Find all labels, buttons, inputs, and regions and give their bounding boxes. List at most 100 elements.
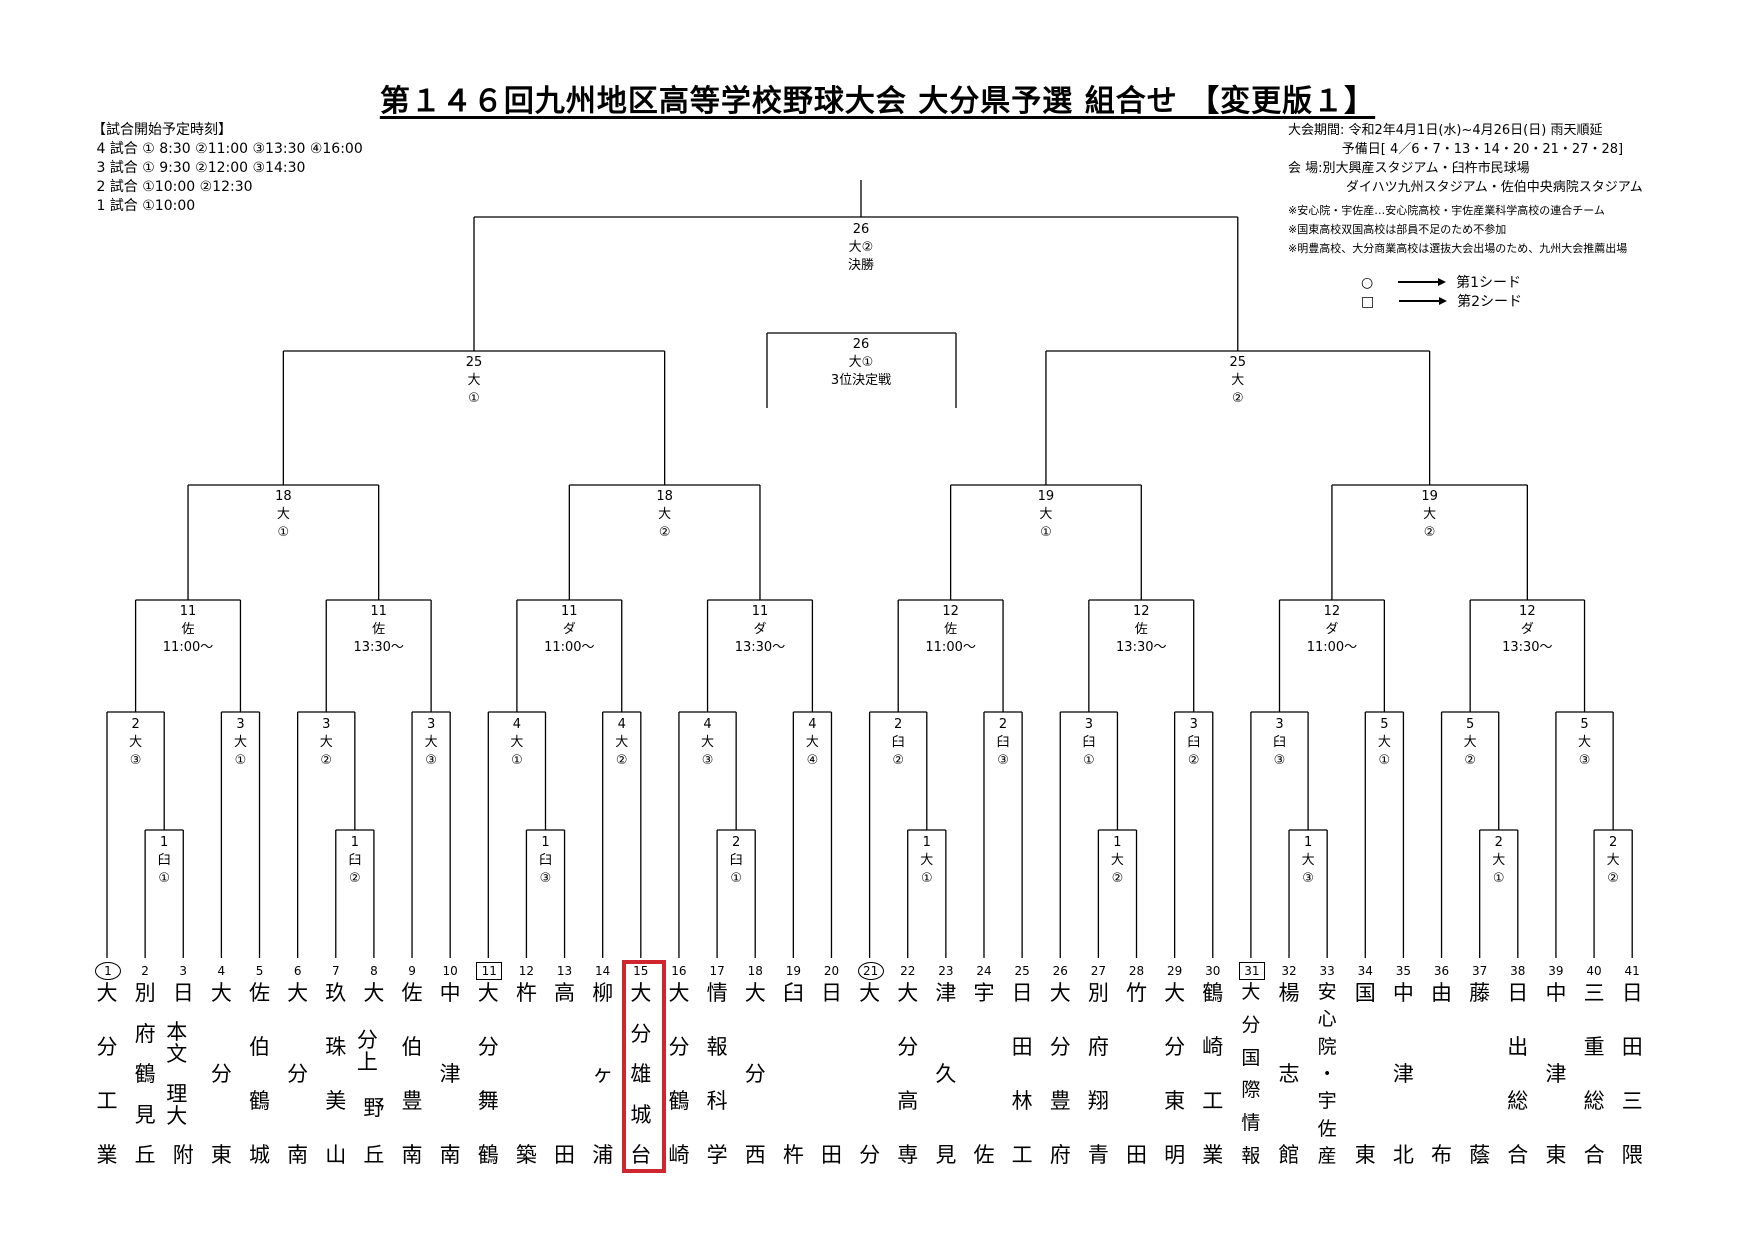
match-label-line: ① — [158, 871, 171, 886]
match-label-line: 3 — [1084, 717, 1093, 732]
match-label-line: ② — [1423, 525, 1436, 540]
team-name-char: 報 — [706, 1035, 728, 1059]
team-name-char: 雄 — [630, 1062, 652, 1086]
match-label-line: 大 — [1110, 853, 1124, 868]
team-name-char: 見 — [935, 1143, 957, 1167]
team-name: 鶴崎工業 — [1196, 982, 1230, 1166]
team-name-char: 田 — [1621, 1035, 1643, 1059]
venue-1: 別大興産スタジアム・臼杵市民球場 — [1322, 161, 1530, 176]
match-label-line: ① — [1040, 525, 1052, 540]
team-name-char: 大 — [1164, 981, 1186, 1005]
match-label-line: 臼 — [891, 735, 905, 750]
team-name-char: 林 — [1011, 1089, 1033, 1113]
team-name-char: 杵 — [515, 981, 537, 1005]
match-label-line: 26 — [852, 222, 870, 237]
match-label-line: 大 — [658, 507, 672, 522]
match-label-line: ダ — [1520, 622, 1534, 637]
team-number: 9 — [408, 964, 416, 978]
team-name: 高田 — [548, 982, 582, 1166]
team-name-char: 工 — [96, 1089, 118, 1113]
team-name-char: 合 — [1507, 1143, 1529, 1167]
match-label-line: 25 — [465, 355, 483, 370]
team-name-char: 大 — [744, 981, 766, 1005]
team-name-char: 産 — [1317, 1144, 1337, 1167]
match-label-line: 5 — [1380, 717, 1389, 732]
team-name-char: 鶴 — [249, 1089, 271, 1113]
team-name-char: 久 — [935, 1062, 957, 1086]
team-name-char: 国 — [1241, 1046, 1261, 1069]
team-number: 26 — [1052, 964, 1068, 978]
team-name-char: 出 — [1507, 1035, 1529, 1059]
team-name-char: 蔭 — [1469, 1143, 1491, 1167]
match-label-line: 佐 — [944, 622, 958, 637]
team-name-char: 城 — [249, 1143, 271, 1167]
match-label-line: ③ — [539, 871, 552, 886]
team-name-char: 業 — [1202, 1143, 1224, 1167]
match-label-line: 11:00〜 — [544, 640, 595, 655]
match-label-line: 1 — [922, 835, 931, 850]
match-label-line: 12 — [942, 604, 959, 619]
match-label-line: ② — [349, 871, 361, 886]
team-name-char: 総 — [1507, 1089, 1529, 1113]
note: ※明豊高校、大分商業高校は選抜大会出場のため、九州大会推薦出場 — [1288, 242, 1628, 255]
team-name: 玖珠美山 — [319, 982, 353, 1166]
note: ※安心院・宇佐産…安心院高校・宇佐産業科学高校の連合チーム — [1288, 204, 1605, 217]
team-name-char: 重 — [1583, 1035, 1605, 1059]
team-name-char: 台 — [630, 1143, 652, 1167]
team-name: 日田三隈 — [1615, 982, 1649, 1166]
highlight-box — [622, 960, 666, 1173]
team-name: 柳ヶ浦 — [586, 982, 620, 1166]
team-name-char: 豊 — [1049, 1089, 1071, 1113]
team-name: 三重総合 — [1577, 982, 1611, 1166]
team-name-char: 大 — [668, 981, 690, 1005]
schedule-line: 3 試合 ① 9:30 ②12:00 ③14:30 — [96, 160, 306, 176]
match-label-line: ① — [234, 753, 247, 768]
team-name-char: 北 — [1392, 1143, 1414, 1167]
team-name-char: 佐 — [973, 1143, 995, 1167]
match-label-line: ② — [1231, 391, 1244, 406]
match-label-line: 3 — [426, 717, 436, 732]
team-name-char: 別 — [134, 981, 156, 1005]
match-label-line: ③ — [997, 753, 1009, 768]
team-name-char: 大 — [287, 981, 309, 1005]
team-name-char: 宇 — [1317, 1090, 1337, 1113]
team-name-char: 大 — [477, 981, 499, 1005]
match-label-line: ダ — [753, 622, 767, 637]
team-name-char: 心 — [1317, 1008, 1337, 1031]
team-name-char: 鶴 — [134, 1062, 156, 1086]
team-name: 日田 — [814, 982, 848, 1166]
match-label-line: 18 — [275, 489, 292, 504]
match-label-line: 佐 — [1134, 622, 1148, 637]
team-name-char: 分 — [668, 1035, 690, 1059]
team-number: 22 — [900, 964, 916, 978]
team-number: 15 — [633, 964, 649, 978]
team-name-char: 臼 — [782, 981, 804, 1005]
team-name-char: 安 — [1317, 981, 1337, 1003]
match-label-line: 臼 — [1187, 735, 1201, 750]
match-label-line: 大 — [615, 735, 629, 750]
team-name: 国東 — [1348, 982, 1382, 1166]
match-label-line: 3 — [1189, 717, 1198, 732]
team-name-char: 野 — [363, 1096, 385, 1121]
match-label-line: 4 — [808, 717, 817, 732]
match-label-line: 2 — [894, 717, 903, 732]
match-label-line: 大 — [467, 373, 481, 388]
team-name-char: 南 — [287, 1143, 309, 1167]
match-label-line: ダ — [1325, 622, 1339, 637]
match-label: 3 臼 ② — [1154, 716, 1234, 770]
team-name: 由布 — [1425, 982, 1459, 1166]
team-name-char: 大 — [859, 981, 881, 1005]
match-label-line: ② — [1187, 753, 1200, 768]
match-label-line: 大 — [805, 735, 819, 750]
match-label-line: 13:30〜 — [353, 640, 404, 655]
team-name-char: 鶴 — [668, 1089, 690, 1113]
